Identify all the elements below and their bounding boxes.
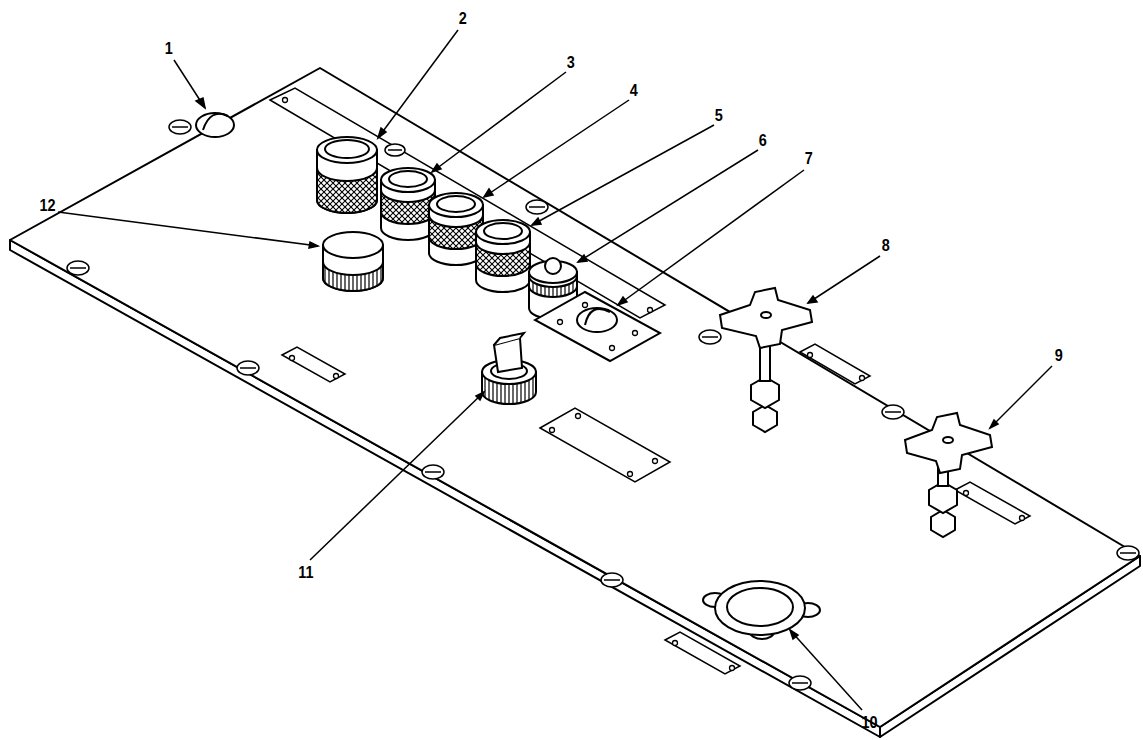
callout-number: 5 bbox=[715, 107, 723, 124]
callout-number: 11 bbox=[299, 564, 314, 581]
callout-number: 12 bbox=[39, 197, 55, 214]
callout-number: 3 bbox=[567, 54, 575, 71]
callout-number: 6 bbox=[759, 132, 767, 149]
callout-number: 1 bbox=[165, 40, 173, 57]
callout-number: 8 bbox=[882, 237, 890, 254]
callout-number: 10 bbox=[861, 714, 877, 731]
callout-number: 9 bbox=[1055, 347, 1063, 364]
callout-number: 7 bbox=[805, 150, 813, 167]
callout-number: 2 bbox=[459, 10, 467, 27]
callout-number: 4 bbox=[630, 82, 638, 99]
